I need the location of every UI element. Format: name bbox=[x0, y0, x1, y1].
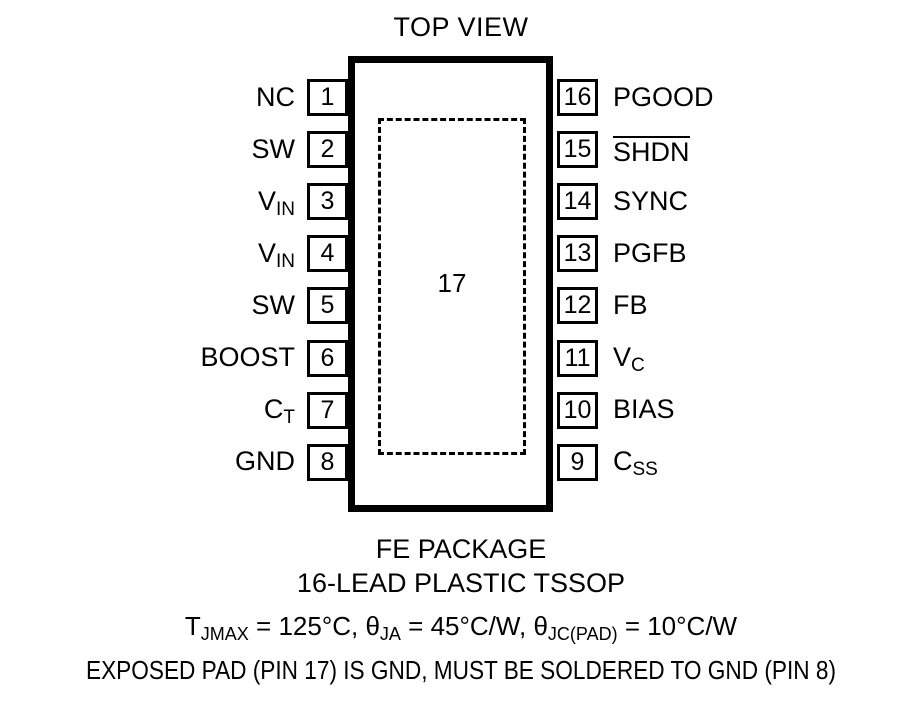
pin-box-1: 1 bbox=[307, 79, 348, 116]
pin-number: 14 bbox=[563, 187, 592, 216]
pin-label-2: SW bbox=[251, 133, 296, 164]
pin-label-13: PGFB bbox=[613, 237, 687, 268]
pin-label-text: GND bbox=[235, 446, 295, 477]
tjmax-symbol: T bbox=[184, 611, 201, 641]
package-description: 16-LEAD PLASTIC TSSOP bbox=[296, 568, 626, 598]
pin-label-subscript: C bbox=[631, 355, 645, 376]
pin-label-text: PGFB bbox=[613, 237, 687, 268]
pin-label-text: FB bbox=[613, 289, 648, 320]
theta-ja-subscript: JA bbox=[379, 624, 401, 644]
pin-label-subscript: IN bbox=[276, 198, 295, 220]
pin-box-11: 11 bbox=[557, 339, 598, 377]
pin-box-8: 8 bbox=[307, 443, 348, 481]
pin-label-15: SHDN bbox=[613, 135, 690, 167]
pin-label-text: BIAS bbox=[613, 394, 675, 425]
theta-jc-subscript: JC(PAD) bbox=[547, 624, 618, 644]
theta-ja-symbol: θ bbox=[365, 611, 380, 641]
thermal-specs: TJMAX = 125°C, θJA = 45°C/W, θJC(PAD) = … bbox=[0, 611, 922, 643]
pin-label-10: BIAS bbox=[613, 396, 675, 423]
pin-label-text: C bbox=[613, 446, 633, 477]
exposed-pad-number: 17 bbox=[437, 268, 467, 298]
pin-box-15: 15 bbox=[557, 131, 598, 169]
pin-label-text: SW bbox=[251, 289, 296, 320]
pin-label-text: BOOST bbox=[200, 342, 295, 372]
pin-box-13: 13 bbox=[557, 235, 598, 273]
pin-label-16: PGOOD bbox=[613, 81, 714, 112]
pin-number: 13 bbox=[563, 239, 592, 268]
pin-label-6: BOOST bbox=[200, 344, 295, 371]
pin-box-10: 10 bbox=[557, 391, 598, 429]
pin-number: 7 bbox=[320, 395, 335, 424]
pin-label-text: C bbox=[263, 394, 284, 425]
pin-label-text: PGOOD bbox=[613, 81, 714, 112]
pin-box-16: 16 bbox=[557, 79, 598, 116]
pin-label-14: SYNC bbox=[613, 185, 689, 216]
pin-number: 6 bbox=[320, 343, 335, 372]
pin-box-7: 7 bbox=[307, 391, 348, 429]
pin-box-3: 3 bbox=[307, 183, 348, 221]
package-body-outline bbox=[348, 56, 553, 512]
page-title: TOP VIEW bbox=[393, 12, 529, 42]
pin-box-9: 9 bbox=[557, 443, 598, 481]
pin-label-text: V bbox=[613, 342, 632, 372]
pin-box-4: 4 bbox=[307, 235, 348, 273]
pin-label-5: SW bbox=[251, 289, 296, 320]
pin-number: 10 bbox=[563, 395, 592, 424]
pin-number: 12 bbox=[563, 291, 592, 320]
pin-label-text: V bbox=[257, 237, 276, 268]
exposed-pad-note: EXPOSED PAD (PIN 17) IS GND, MUST BE SOL… bbox=[86, 655, 836, 685]
pin-box-5: 5 bbox=[307, 287, 348, 325]
pin-label-subscript: IN bbox=[276, 250, 295, 272]
pin-box-12: 12 bbox=[557, 287, 598, 325]
pin-number: 1 bbox=[320, 83, 335, 111]
theta-jc-value: = 10°C/W bbox=[617, 611, 738, 641]
theta-jc-symbol: θ bbox=[533, 611, 548, 641]
pin-label-12: FB bbox=[613, 289, 648, 320]
pin-box-14: 14 bbox=[557, 183, 598, 221]
pin-number: 2 bbox=[320, 135, 335, 164]
pin-number: 3 bbox=[320, 187, 335, 216]
pin-label-1: NC bbox=[256, 81, 295, 112]
tjmax-value: = 125°C, bbox=[248, 611, 366, 641]
pin-number: 9 bbox=[570, 447, 585, 476]
package-name: FE PACKAGE bbox=[375, 534, 547, 564]
pin-label-text: SYNC bbox=[613, 185, 689, 216]
pin-number: 4 bbox=[320, 239, 335, 268]
pin-label-text: SW bbox=[251, 133, 296, 164]
pin-number: 5 bbox=[320, 291, 335, 320]
pin-number: 15 bbox=[563, 135, 592, 164]
pin-number: 16 bbox=[563, 83, 592, 111]
pin-box-6: 6 bbox=[307, 339, 348, 377]
pin-label-8: GND bbox=[235, 448, 295, 475]
pin-label-subscript: T bbox=[283, 407, 295, 429]
pin-label-text: V bbox=[257, 185, 276, 216]
pin-box-2: 2 bbox=[307, 131, 348, 169]
pin-label-text: SHDN bbox=[613, 135, 690, 167]
pin-number: 8 bbox=[320, 447, 335, 476]
pin-label-text: NC bbox=[256, 81, 295, 112]
pin-number: 11 bbox=[564, 343, 591, 372]
exposed-pad-outline bbox=[378, 118, 526, 455]
tjmax-subscript: JMAX bbox=[200, 624, 249, 644]
theta-ja-value: = 45°C/W, bbox=[400, 611, 534, 641]
pin-label-subscript: SS bbox=[632, 459, 658, 481]
